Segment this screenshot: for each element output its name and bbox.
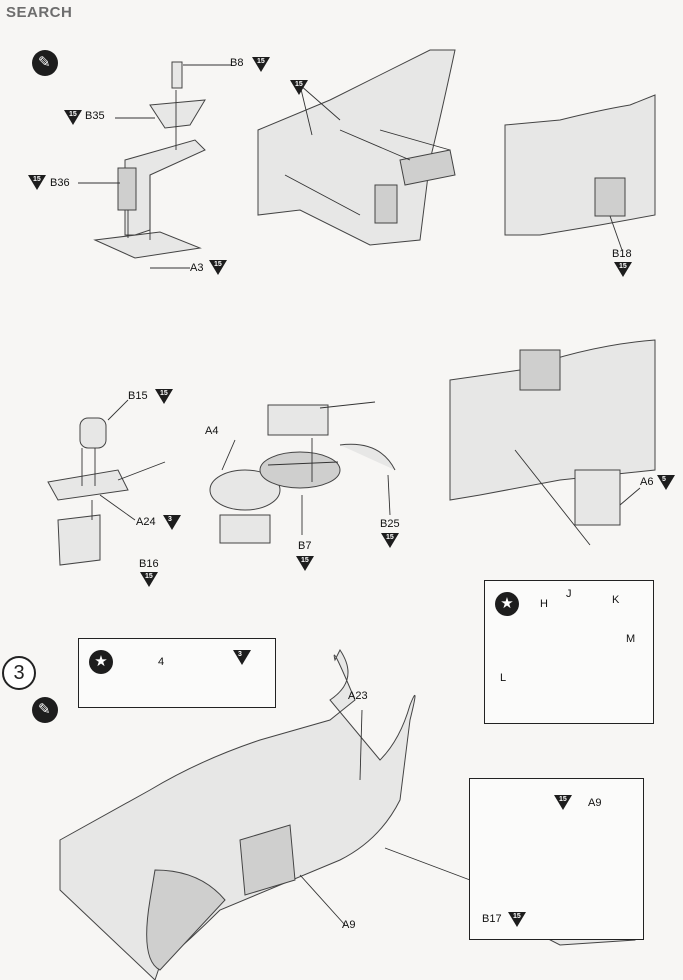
label-a23: A23 [348, 690, 368, 702]
fuselage-main-half [59, 649, 416, 980]
step-number: 3 [2, 656, 36, 690]
badge-15-icon: 15 [209, 260, 227, 275]
badge-15-icon: 15 [28, 175, 46, 190]
label-b16: B16 [139, 558, 159, 570]
label-b18: B18 [612, 248, 632, 260]
label-b36: B36 [50, 177, 70, 189]
label-b7: B7 [298, 540, 312, 552]
label-4: 4 [158, 656, 165, 668]
badge-15-icon: 15 [155, 389, 173, 404]
label-b25: B25 [380, 518, 400, 530]
badge-15-icon: 15 [296, 556, 314, 571]
badge-15-icon: 15 [508, 912, 526, 927]
badge-15-icon: 15 [64, 110, 82, 125]
badge-3-icon: 3 [163, 515, 181, 530]
badge-15-icon: 15 [140, 572, 158, 587]
watermark-logo: SEARCH [6, 4, 73, 21]
part-b8 [171, 61, 183, 89]
badge-5-icon: 5 [657, 475, 675, 490]
part-b18 [594, 177, 626, 217]
label-b15: B15 [128, 390, 148, 402]
label-a4: A4 [205, 425, 219, 437]
star-icon: ★ [495, 592, 519, 616]
part-a4 [209, 469, 281, 511]
label-l: L [500, 672, 507, 684]
badge-15-icon: 15 [554, 795, 572, 810]
fuselage-section-1 [257, 49, 456, 246]
label-a3: A3 [190, 262, 204, 274]
part-b36 [124, 139, 206, 236]
badge-15-icon: 15 [381, 533, 399, 548]
part-gun-mount [267, 404, 329, 436]
label-b17: B17 [482, 913, 502, 925]
part-b25 [339, 443, 396, 471]
part-b35 [149, 99, 206, 129]
part-seat-tray [219, 514, 271, 544]
label-a9-inset: A9 [588, 797, 602, 809]
badge-15-icon: 15 [290, 80, 308, 95]
part-a3 [93, 231, 202, 259]
label-h: H [540, 598, 548, 610]
antenna-wire-inset [78, 638, 276, 708]
badge-3-icon: 3 [233, 650, 251, 665]
part-b15 [79, 417, 107, 449]
fuselage-section-2 [504, 94, 656, 236]
part-b16 [57, 514, 101, 566]
label-k: K [612, 594, 620, 606]
part-a6 [574, 469, 621, 526]
label-a24: A24 [136, 516, 156, 528]
badge-15-icon: 15 [614, 262, 632, 277]
b17-inset [469, 778, 644, 940]
label-j: J [566, 588, 572, 600]
pencil-icon [32, 50, 58, 76]
badge-15-icon: 15 [252, 57, 270, 72]
label-b35: B35 [85, 110, 105, 122]
label-a9: A9 [342, 919, 356, 931]
pencil-icon [32, 697, 58, 723]
label-a6: A6 [640, 476, 654, 488]
star-icon: ★ [89, 650, 113, 674]
part-a24 [47, 469, 129, 501]
label-b8: B8 [230, 57, 244, 69]
label-m: M [626, 633, 636, 645]
